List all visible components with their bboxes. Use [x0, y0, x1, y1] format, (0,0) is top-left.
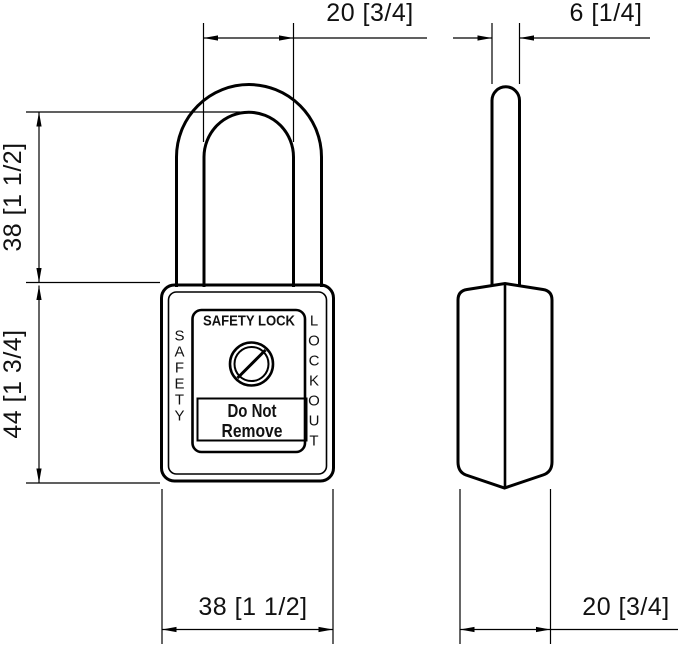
dimension-text-shackle-diameter: 6 [1/4]: [570, 0, 643, 27]
warning-text-line2: Remove: [222, 421, 283, 441]
shackle-outline: [175, 83, 323, 287]
arrowhead: [477, 35, 492, 41]
dimension-text-shackle-height: 38 [1 1/2]: [0, 142, 27, 251]
arrowhead: [36, 285, 42, 300]
dim-shackle-height: 38 [1 1/2]: [0, 111, 240, 284]
label-plate: [191, 308, 307, 454]
warning-box: [196, 397, 308, 442]
arrowhead: [36, 112, 42, 127]
extension-line: [161, 489, 334, 644]
dim-body-depth: 20 [3/4]: [459, 489, 678, 644]
keyhole-outer-circle: [228, 341, 275, 387]
arrowhead: [460, 626, 475, 633]
arrowhead: [318, 626, 333, 633]
warning-text-line1: Do Not: [228, 401, 277, 421]
dim-shackle-diameter: 6 [1/4]: [453, 0, 650, 84]
body-inner-line: [167, 291, 328, 475]
dim-body-width: 38 [1 1/2]: [161, 489, 334, 644]
dim-body-height: 44 [1 3/4]: [0, 285, 160, 484]
keyhole-slot-line: [236, 348, 267, 380]
arrowhead: [36, 468, 42, 483]
keyhole-icon: [228, 341, 275, 387]
side-view: [456, 85, 554, 490]
dim-shackle-inner-width: 20 [3/4]: [202, 0, 427, 142]
dimension-text-body-height: 44 [1 3/4]: [0, 329, 27, 438]
arrowhead: [536, 626, 551, 633]
extension-line: [26, 111, 240, 284]
side-body-outline: [456, 281, 554, 490]
side-shackle-bar: [490, 85, 521, 286]
arrowhead: [203, 35, 218, 41]
keyhole-inner-circle: [233, 346, 270, 382]
arrowhead: [279, 35, 294, 41]
arrowhead: [36, 268, 42, 283]
plate-title-text: SAFETY LOCK: [203, 314, 295, 330]
dimension-text-body-width: 38 [1 1/2]: [198, 593, 307, 621]
extension-line: [202, 23, 295, 142]
dimension-text-shackle-inner-width: 20 [3/4]: [326, 0, 413, 27]
body-outline: [160, 283, 335, 483]
extension-line: [491, 23, 521, 84]
arrowhead: [519, 35, 534, 41]
extension-line: [459, 489, 552, 644]
dimension-text-body-depth: 20 [3/4]: [582, 593, 669, 621]
arrowhead: [162, 626, 177, 633]
